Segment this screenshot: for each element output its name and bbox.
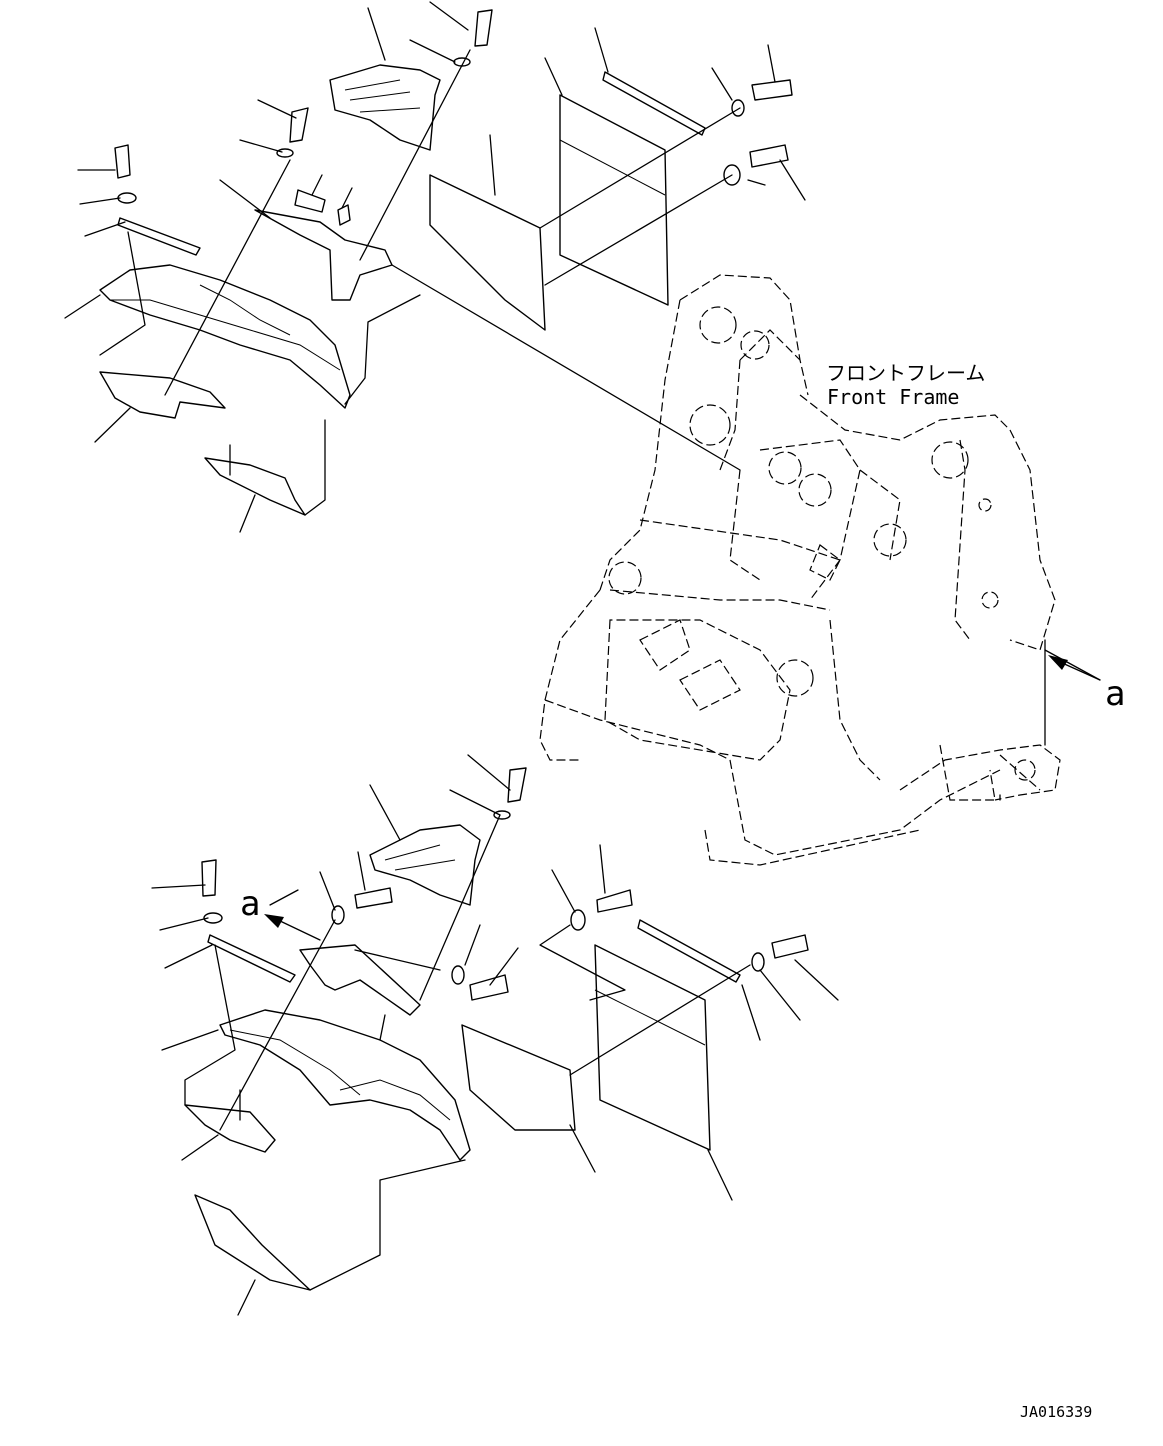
upper-rear-plate [204,457,306,516]
lower-cover-plate [594,944,711,1151]
lower-fender-group [184,767,809,1291]
lower-mud-flap [461,1024,576,1131]
upper-fender-group [99,9,793,516]
upper-cover-plate [559,94,669,306]
lower-lower-plate [184,1104,276,1153]
upper-stay-top [329,64,441,151]
lower-strip [637,919,741,983]
front-frame [539,274,1061,866]
view-marker-left: a [240,884,260,924]
upper-stay-bar [117,217,201,256]
view-arrow-left [264,914,321,941]
leader-lines [64,1,1101,1316]
lower-rear-plate [194,1194,311,1291]
view-marker-right: a [1105,674,1125,714]
lower-bracket [299,944,421,1016]
lower-bolts [201,767,809,1001]
front-frame-label-en: Front Frame [827,385,959,409]
view-arrow-right [1048,655,1101,681]
lower-fender [219,1009,471,1161]
lower-stay-bar [207,934,296,983]
front-frame-label-jp: フロントフレーム [826,361,985,385]
upper-strip [602,71,706,136]
upper-lower-plate [99,371,226,419]
upper-bracket [254,209,393,301]
drawing-number: JA016339 [1020,1403,1092,1421]
upper-mud-flap [429,174,546,331]
upper-bolts [114,9,793,226]
